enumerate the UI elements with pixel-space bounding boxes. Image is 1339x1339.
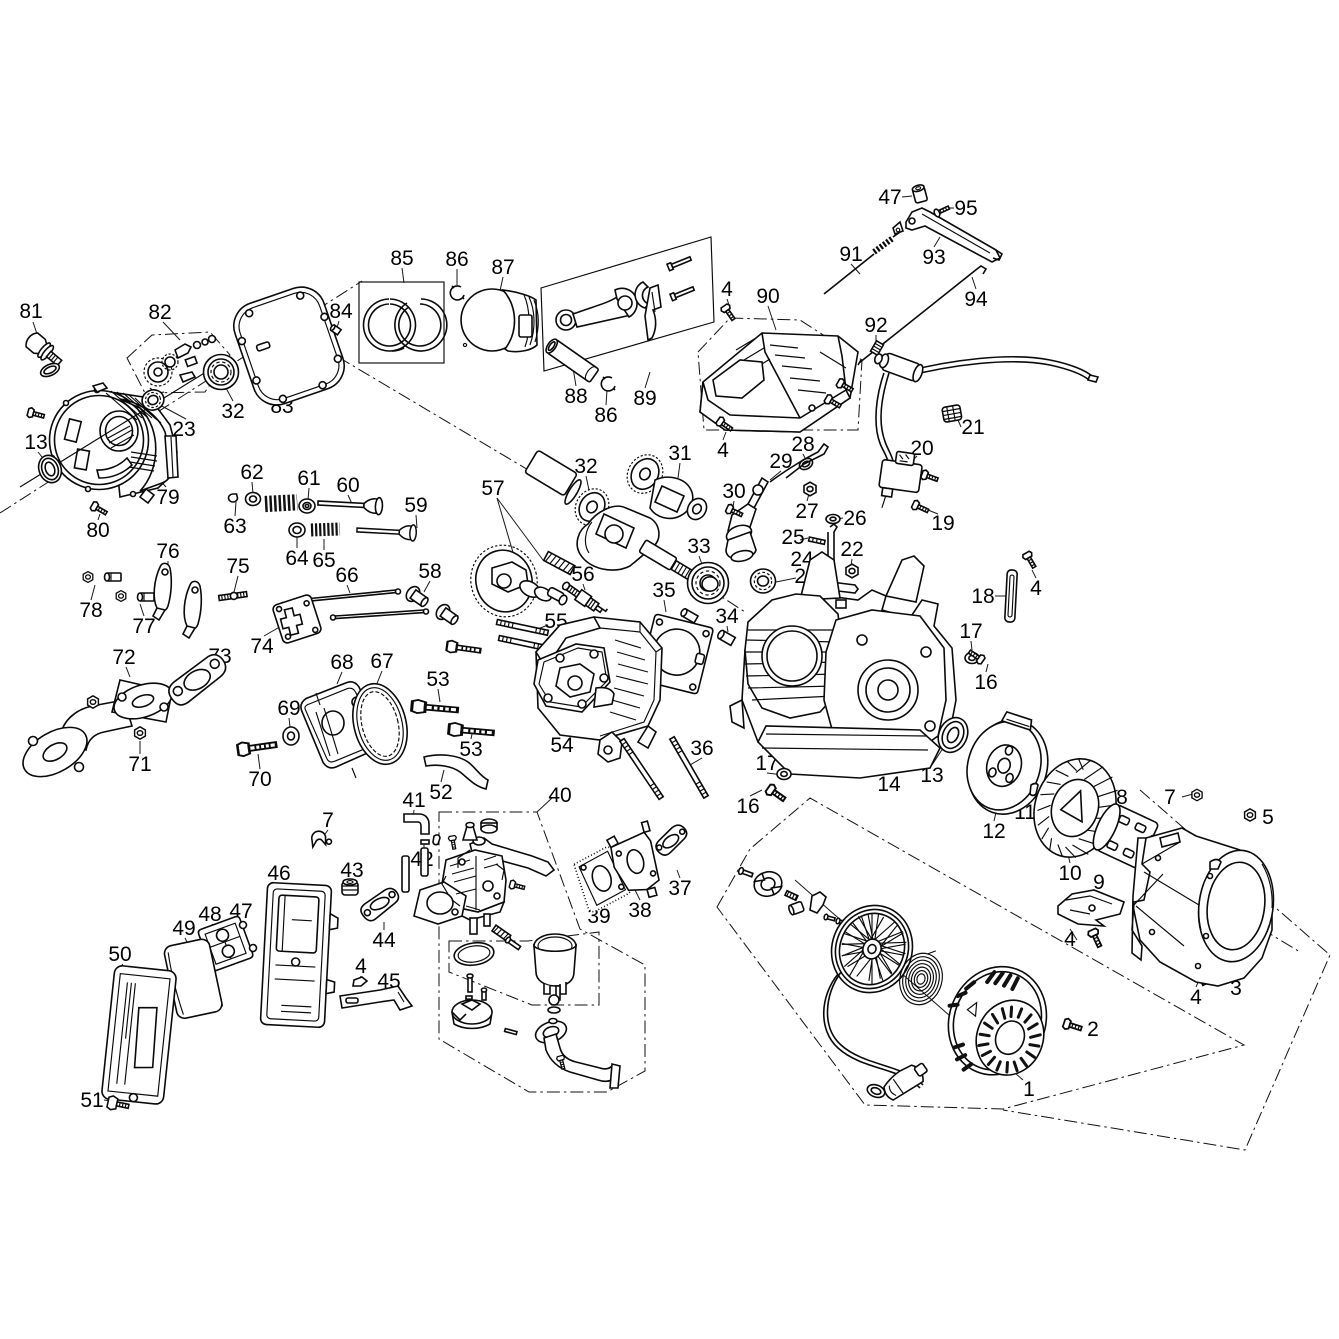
svg-text:14: 14 <box>877 773 901 796</box>
svg-text:58: 58 <box>418 560 441 583</box>
svg-text:17: 17 <box>959 620 982 643</box>
svg-text:32: 32 <box>221 400 244 423</box>
svg-text:57: 57 <box>481 477 504 500</box>
svg-text:13: 13 <box>920 764 943 787</box>
svg-text:38: 38 <box>628 899 651 922</box>
svg-text:2: 2 <box>1087 1018 1099 1041</box>
svg-text:67: 67 <box>370 650 393 673</box>
svg-text:12: 12 <box>982 820 1005 843</box>
svg-text:53: 53 <box>426 668 449 691</box>
svg-text:36: 36 <box>690 737 713 760</box>
svg-text:10: 10 <box>1058 862 1081 885</box>
svg-text:94: 94 <box>964 288 988 311</box>
svg-text:34: 34 <box>715 605 739 628</box>
svg-text:30: 30 <box>722 480 745 503</box>
svg-text:88: 88 <box>564 385 587 408</box>
svg-text:37: 37 <box>668 877 691 900</box>
svg-text:32: 32 <box>574 455 597 478</box>
svg-text:79: 79 <box>156 486 179 509</box>
svg-text:63: 63 <box>223 515 246 538</box>
svg-text:54: 54 <box>550 734 574 757</box>
svg-text:20: 20 <box>910 437 933 460</box>
svg-text:22: 22 <box>840 538 863 561</box>
svg-text:49: 49 <box>172 917 195 940</box>
svg-text:26: 26 <box>843 507 866 530</box>
svg-text:70: 70 <box>248 768 271 791</box>
svg-text:4: 4 <box>1064 928 1076 951</box>
svg-text:86: 86 <box>445 248 468 271</box>
svg-text:77: 77 <box>132 615 155 638</box>
svg-text:51: 51 <box>80 1089 103 1112</box>
svg-text:72: 72 <box>112 646 135 669</box>
svg-text:43: 43 <box>340 859 363 882</box>
svg-text:84: 84 <box>329 300 353 323</box>
svg-text:4: 4 <box>721 278 733 301</box>
svg-text:40: 40 <box>548 784 571 807</box>
svg-text:7: 7 <box>1164 786 1176 809</box>
svg-text:86: 86 <box>594 404 617 427</box>
svg-text:31: 31 <box>668 442 691 465</box>
svg-text:62: 62 <box>240 461 263 484</box>
svg-text:27: 27 <box>795 500 818 523</box>
svg-text:44: 44 <box>372 929 396 952</box>
svg-text:41: 41 <box>402 789 425 812</box>
svg-text:23: 23 <box>172 418 195 441</box>
svg-text:87: 87 <box>491 256 514 279</box>
svg-text:9: 9 <box>1093 871 1105 894</box>
svg-text:4: 4 <box>1190 986 1202 1009</box>
svg-text:71: 71 <box>128 753 151 776</box>
svg-text:3: 3 <box>1230 977 1242 1000</box>
svg-text:48: 48 <box>198 903 221 926</box>
svg-text:13: 13 <box>24 431 47 454</box>
svg-text:75: 75 <box>226 555 249 578</box>
svg-text:1: 1 <box>1023 1078 1035 1101</box>
svg-text:60: 60 <box>336 474 359 497</box>
svg-text:18: 18 <box>971 585 994 608</box>
svg-text:92: 92 <box>864 314 887 337</box>
svg-text:64: 64 <box>285 547 309 570</box>
svg-text:28: 28 <box>791 433 814 456</box>
svg-text:65: 65 <box>312 549 335 572</box>
svg-text:33: 33 <box>687 535 710 558</box>
svg-text:90: 90 <box>756 285 779 308</box>
svg-text:25: 25 <box>781 526 804 549</box>
svg-text:59: 59 <box>404 494 427 517</box>
svg-text:89: 89 <box>633 387 656 410</box>
svg-text:95: 95 <box>954 197 977 220</box>
svg-text:16: 16 <box>974 671 997 694</box>
svg-text:69: 69 <box>277 697 300 720</box>
svg-text:93: 93 <box>922 246 945 269</box>
svg-text:7: 7 <box>322 809 334 832</box>
svg-text:5: 5 <box>1262 806 1274 829</box>
svg-text:82: 82 <box>148 301 171 324</box>
svg-text:53: 53 <box>459 738 482 761</box>
svg-text:16: 16 <box>736 795 759 818</box>
svg-text:46: 46 <box>267 862 290 885</box>
svg-text:91: 91 <box>839 243 862 266</box>
svg-text:74: 74 <box>250 635 274 658</box>
svg-text:56: 56 <box>571 563 594 586</box>
svg-text:21: 21 <box>961 416 984 439</box>
svg-text:19: 19 <box>931 512 954 535</box>
svg-text:4: 4 <box>355 955 367 978</box>
svg-text:66: 66 <box>335 564 358 587</box>
svg-text:76: 76 <box>156 540 179 563</box>
svg-text:4: 4 <box>717 439 729 462</box>
svg-text:68: 68 <box>330 651 353 674</box>
svg-text:47: 47 <box>878 186 901 209</box>
svg-text:80: 80 <box>86 519 109 542</box>
svg-text:81: 81 <box>19 300 42 323</box>
svg-text:52: 52 <box>429 781 452 804</box>
svg-text:50: 50 <box>108 943 131 966</box>
svg-text:4: 4 <box>1030 577 1042 600</box>
svg-text:61: 61 <box>297 467 320 490</box>
svg-text:78: 78 <box>79 599 102 622</box>
svg-text:85: 85 <box>390 247 413 270</box>
svg-text:29: 29 <box>769 450 792 473</box>
svg-text:8: 8 <box>1116 786 1128 809</box>
svg-text:35: 35 <box>652 579 675 602</box>
